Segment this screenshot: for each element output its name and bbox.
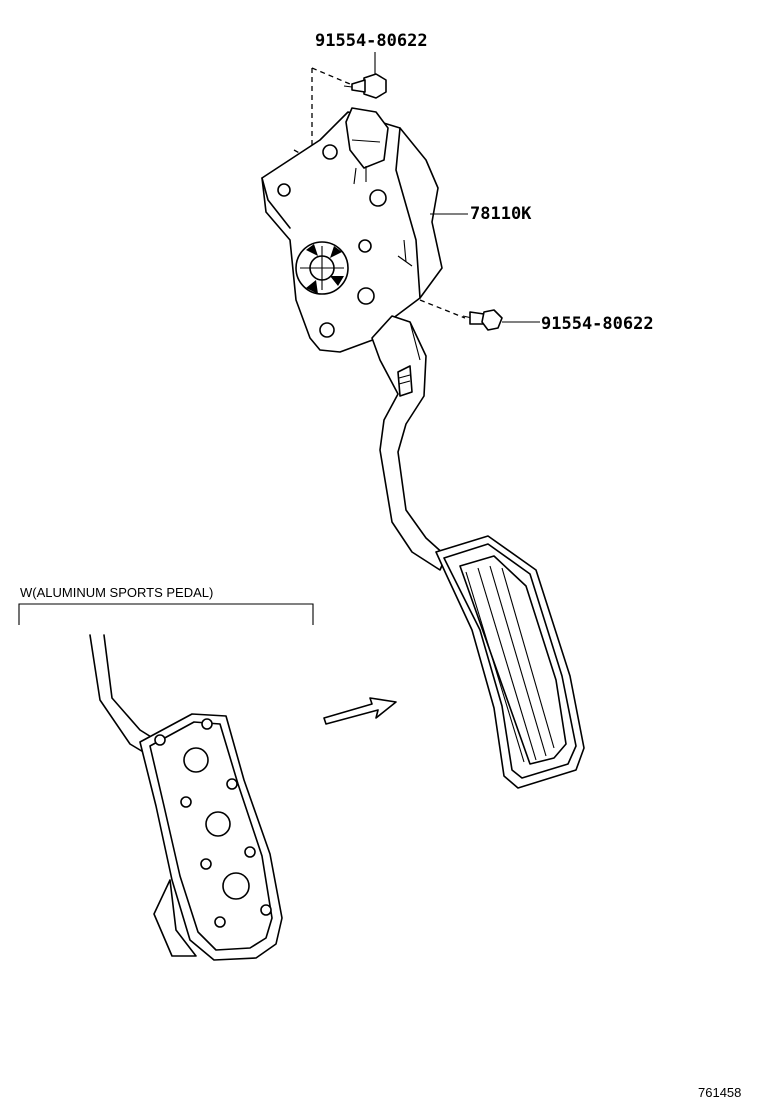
pedal-sensor-housing	[261, 107, 443, 353]
callout-bolt-right: 91554-80622	[541, 314, 654, 334]
bolt-top	[343, 52, 387, 99]
inset-bracket	[18, 603, 314, 625]
pedal-arm	[371, 315, 447, 571]
diagram-id: 761458	[698, 1085, 742, 1100]
bolt-right	[462, 309, 540, 331]
inset-sports-pedal	[89, 634, 283, 961]
inset-title: W(ALUMINUM SPORTS PEDAL)	[20, 585, 214, 600]
arrow-icon	[323, 697, 397, 725]
pedal-pad	[435, 535, 585, 789]
callout-sensor-assy: 78110K	[470, 204, 532, 224]
callout-bolt-top: 91554-80622	[315, 31, 428, 51]
